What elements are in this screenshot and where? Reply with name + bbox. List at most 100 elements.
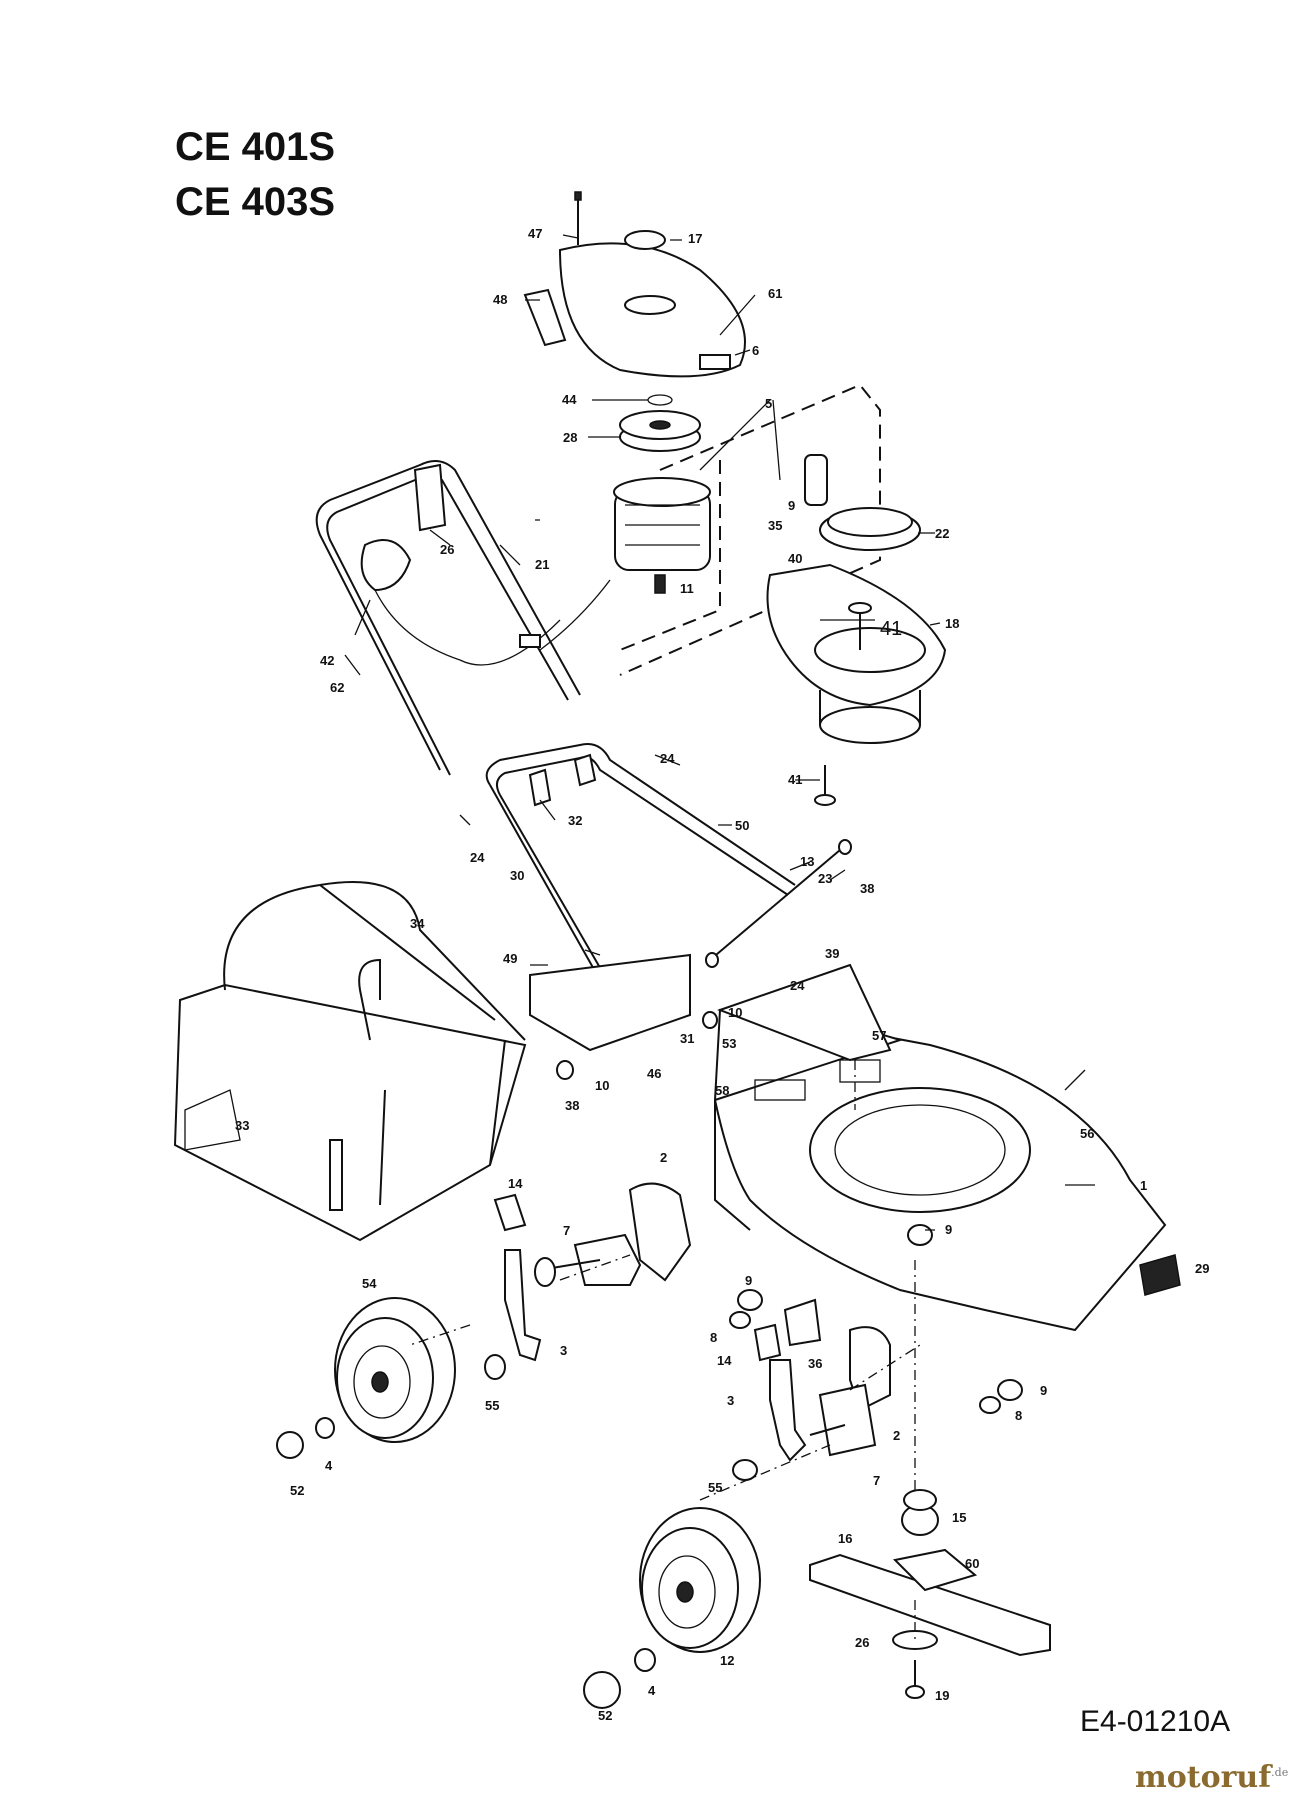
cutter-blade <box>809 1489 1051 1699</box>
label-12: 12 <box>720 1653 734 1668</box>
label-62: 62 <box>330 680 344 695</box>
label-54: 54 <box>362 1276 377 1291</box>
drawing-code: E4-01210A <box>1080 1705 1231 1738</box>
label-2-b: 2 <box>893 1428 900 1443</box>
fan-wheel <box>619 410 701 452</box>
label-9-c: 9 <box>745 1273 752 1288</box>
label-6: 6 <box>752 343 759 358</box>
label-31: 31 <box>680 1031 694 1046</box>
watermark-tld: .de <box>1271 1766 1289 1779</box>
label-44: 44 <box>562 392 577 407</box>
label-5: 5 <box>765 396 772 411</box>
label-58: 58 <box>715 1083 729 1098</box>
label-29: 29 <box>1195 1261 1209 1276</box>
label-42: 42 <box>320 653 334 668</box>
label-47: 47 <box>528 226 542 241</box>
cover-cap <box>624 230 666 250</box>
handle-bracket <box>529 953 691 1052</box>
label-10-a: 10 <box>728 1005 742 1020</box>
hub-cap-rear <box>276 1431 304 1459</box>
upper-handle <box>315 460 611 776</box>
warning-label-48 <box>523 288 567 347</box>
label-3-a: 3 <box>560 1343 567 1358</box>
label-17: 17 <box>688 231 702 246</box>
label-7-b: 7 <box>873 1473 880 1488</box>
label-41-b: 41 <box>788 772 802 787</box>
label-14-b: 14 <box>717 1353 732 1368</box>
label-41-a: 41 <box>880 618 902 640</box>
rear-flap <box>1139 1254 1181 1296</box>
label-46: 46 <box>647 1066 661 1081</box>
label-16: 16 <box>838 1531 852 1546</box>
label-10-b: 10 <box>595 1078 609 1093</box>
label-9: 9 <box>788 498 795 513</box>
label-8-b: 8 <box>1015 1408 1022 1423</box>
label-56: 56 <box>1080 1126 1094 1141</box>
label-26-b: 26 <box>855 1635 869 1650</box>
label-40: 40 <box>788 551 802 566</box>
motor-inner-boundary <box>619 460 721 651</box>
label-9-d: 9 <box>1040 1383 1047 1398</box>
label-34: 34 <box>410 916 425 931</box>
label-28: 28 <box>563 430 577 445</box>
label-57: 57 <box>872 1028 886 1043</box>
label-14-a: 14 <box>508 1176 523 1191</box>
grass-catcher <box>173 881 527 1242</box>
label-35: 35 <box>768 518 782 533</box>
front-wheel <box>639 1507 761 1653</box>
motor-bowl <box>819 507 921 551</box>
mower-deck <box>713 963 1167 1332</box>
label-33: 33 <box>235 1118 249 1133</box>
label-24-c: 24 <box>790 978 805 993</box>
label-4-a: 4 <box>325 1458 333 1473</box>
label-24-a: 24 <box>660 751 675 766</box>
label-50: 50 <box>735 818 749 833</box>
rear-wheel <box>334 1297 456 1443</box>
label-11: 11 <box>680 581 694 596</box>
lower-handle <box>485 743 796 986</box>
label-55-b: 55 <box>708 1480 722 1495</box>
label-13: 13 <box>800 854 814 869</box>
label-49: 49 <box>503 951 517 966</box>
label-38-b: 38 <box>565 1098 579 1113</box>
label-7-a: 7 <box>563 1223 570 1238</box>
label-48: 48 <box>493 292 507 307</box>
electric-motor <box>613 477 711 594</box>
label-61: 61 <box>768 286 782 301</box>
label-4-b: 4 <box>648 1683 656 1698</box>
label-53: 53 <box>722 1036 736 1051</box>
hub-cap-front <box>583 1671 621 1709</box>
label-19: 19 <box>935 1688 949 1703</box>
label-1: 1 <box>1140 1178 1147 1193</box>
label-3-b: 3 <box>727 1393 734 1408</box>
label-52-b: 52 <box>598 1708 612 1723</box>
label-26: 26 <box>440 542 454 557</box>
label-30: 30 <box>510 868 524 883</box>
model-name-1: CE 401S <box>175 125 336 169</box>
label-39: 39 <box>825 946 839 961</box>
rear-axle-assembly <box>493 1182 692 1362</box>
label-52-a: 52 <box>290 1483 304 1498</box>
label-9-b: 9 <box>945 1222 952 1237</box>
label-36: 36 <box>808 1356 822 1371</box>
model-name-2: CE 403S <box>175 180 336 224</box>
label-23: 23 <box>818 871 832 886</box>
front-axle-assembly <box>732 1298 891 1481</box>
label-22: 22 <box>935 526 949 541</box>
label-21: 21 <box>535 557 549 572</box>
capacitor <box>804 454 828 506</box>
motor-mount <box>766 563 947 744</box>
label-38-a: 38 <box>860 881 874 896</box>
label-15: 15 <box>952 1510 966 1525</box>
watermark-logo: motoruf.de <box>1135 1760 1288 1795</box>
label-24-b: 24 <box>470 850 485 865</box>
label-60: 60 <box>965 1556 979 1571</box>
label-8-a: 8 <box>710 1330 717 1345</box>
motor-cover <box>558 230 746 378</box>
label-32: 32 <box>568 813 582 828</box>
watermark-brand: motoruf <box>1135 1760 1272 1795</box>
label-55-a: 55 <box>485 1398 499 1413</box>
label-2-a: 2 <box>660 1150 667 1165</box>
